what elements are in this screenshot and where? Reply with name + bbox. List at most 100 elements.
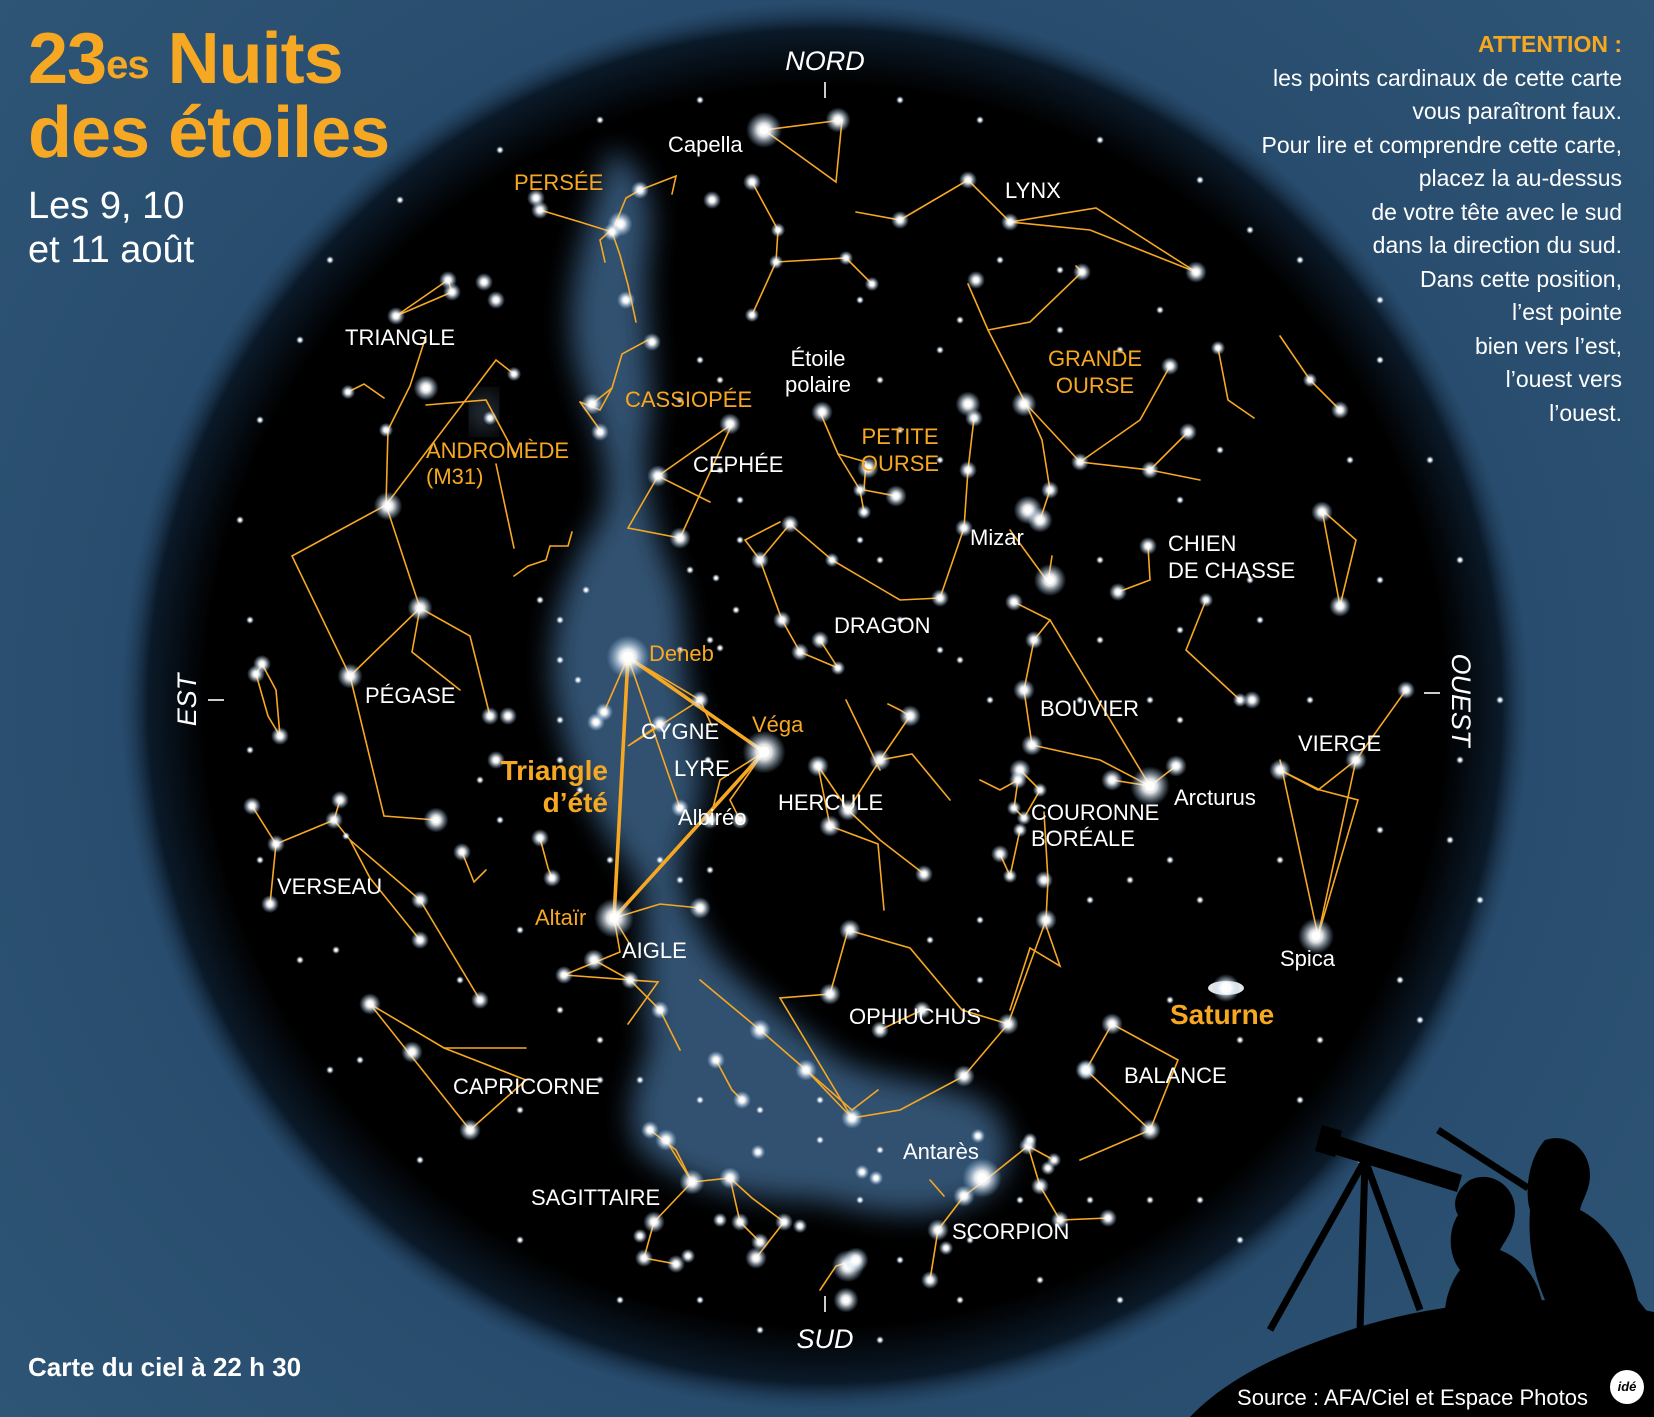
faint-star bbox=[738, 498, 742, 502]
bright-star bbox=[1046, 1166, 1050, 1170]
bright-star bbox=[976, 1134, 980, 1138]
bright-star bbox=[944, 1246, 948, 1250]
bright-star bbox=[1109, 777, 1115, 783]
bright-star bbox=[1031, 637, 1037, 643]
label-petite-ourse-2: OURSE bbox=[861, 451, 939, 476]
constellation-line bbox=[1025, 403, 1201, 481]
faint-star bbox=[858, 1198, 862, 1202]
bright-star bbox=[1015, 777, 1021, 783]
bright-star bbox=[1028, 1138, 1032, 1142]
dates-line-1: Les 9, 10 bbox=[28, 185, 185, 227]
bright-star bbox=[1037, 1183, 1043, 1189]
faint-star bbox=[1318, 1038, 1322, 1042]
faint-star bbox=[1248, 578, 1252, 582]
bright-star bbox=[961, 1193, 967, 1199]
bright-star bbox=[253, 671, 259, 677]
title-line-1: 23es Nuits bbox=[28, 22, 389, 96]
faint-star bbox=[1178, 718, 1182, 722]
faint-star bbox=[1308, 698, 1312, 702]
bright-star bbox=[961, 525, 967, 531]
label-capricorne: CAPRICORNE bbox=[453, 1074, 600, 1099]
label-sagittaire: SAGITTAIRE bbox=[531, 1185, 660, 1210]
label-grande-ourse-2: OURSE bbox=[1056, 373, 1134, 398]
bright-star bbox=[638, 1234, 642, 1238]
faint-star bbox=[598, 1038, 602, 1042]
faint-star bbox=[706, 758, 710, 762]
bright-star bbox=[1041, 877, 1047, 883]
bright-star bbox=[1238, 698, 1242, 702]
faint-star bbox=[558, 618, 562, 622]
faint-star bbox=[958, 1298, 962, 1302]
bright-star bbox=[781, 1219, 787, 1225]
event-dates: Les 9, 10 et 11 août bbox=[28, 184, 194, 272]
faint-star bbox=[518, 928, 522, 932]
constellation-line bbox=[349, 675, 437, 821]
faint-star bbox=[1378, 298, 1382, 302]
faint-star bbox=[1098, 558, 1102, 562]
constellation-line bbox=[1013, 601, 1052, 691]
constellation-line bbox=[627, 656, 681, 809]
bright-star bbox=[860, 1170, 864, 1174]
bright-star bbox=[267, 901, 273, 907]
label-andromede-2: (M31) bbox=[426, 464, 483, 489]
constellation-line bbox=[411, 607, 461, 691]
faint-star bbox=[298, 338, 302, 342]
faint-star bbox=[638, 1078, 642, 1082]
bright-star bbox=[877, 1027, 883, 1033]
bright-star bbox=[346, 672, 354, 680]
faint-star bbox=[958, 318, 962, 322]
faint-star bbox=[558, 718, 562, 722]
constellation-line bbox=[642, 1181, 693, 1265]
faint-star bbox=[1058, 328, 1062, 332]
bright-star bbox=[537, 207, 543, 213]
faint-star bbox=[618, 1298, 622, 1302]
faint-star bbox=[898, 618, 902, 622]
label-cygne: CYGNE bbox=[641, 719, 719, 744]
bright-star bbox=[750, 313, 754, 317]
title-line1-rest: Nuits bbox=[167, 19, 344, 99]
bright-star bbox=[1173, 763, 1179, 769]
bright-star bbox=[830, 558, 834, 562]
faint-star bbox=[898, 1258, 902, 1262]
constellation-line bbox=[627, 699, 701, 747]
bright-star bbox=[459, 849, 465, 855]
bright-star bbox=[737, 817, 743, 823]
faint-star bbox=[698, 1098, 702, 1102]
faint-star bbox=[1428, 458, 1432, 462]
constellation-line bbox=[513, 565, 529, 577]
faint-star bbox=[978, 118, 982, 122]
label-bouvier: BOUVIER bbox=[1040, 696, 1139, 721]
tripod-leg-left bbox=[1266, 1158, 1369, 1332]
label-ophiuchus: OPHIUCHUS bbox=[849, 1004, 981, 1029]
faint-star bbox=[1238, 1038, 1242, 1042]
faint-star bbox=[1088, 1198, 1092, 1202]
faint-star bbox=[598, 118, 602, 122]
bright-star bbox=[921, 871, 927, 877]
constellation-line bbox=[879, 753, 951, 801]
faint-star bbox=[714, 576, 718, 580]
bright-star bbox=[655, 473, 661, 479]
label-mizar: Mizar bbox=[970, 525, 1024, 550]
bright-star bbox=[673, 1261, 679, 1267]
source-credit: Source : AFA/Ciel et Espace Photos bbox=[1237, 1385, 1588, 1410]
bright-star bbox=[677, 535, 683, 541]
faint-star bbox=[878, 558, 882, 562]
bright-star bbox=[493, 757, 499, 763]
label-lyre: LYRE bbox=[674, 756, 730, 781]
bright-star bbox=[776, 228, 780, 232]
constellation-line bbox=[461, 851, 487, 884]
faint-star bbox=[584, 588, 588, 592]
faint-star bbox=[498, 818, 502, 822]
faint-star bbox=[1398, 978, 1402, 982]
bright-star bbox=[842, 1296, 850, 1304]
bright-star bbox=[601, 709, 607, 715]
faint-star bbox=[1278, 858, 1282, 862]
bright-star bbox=[663, 1137, 669, 1143]
bright-star bbox=[273, 841, 279, 847]
bright-star bbox=[787, 521, 793, 527]
label-verseau: VERSEAU bbox=[277, 874, 382, 899]
constellation-line bbox=[591, 339, 649, 405]
faint-star bbox=[938, 348, 942, 352]
faint-star bbox=[1038, 1278, 1042, 1282]
